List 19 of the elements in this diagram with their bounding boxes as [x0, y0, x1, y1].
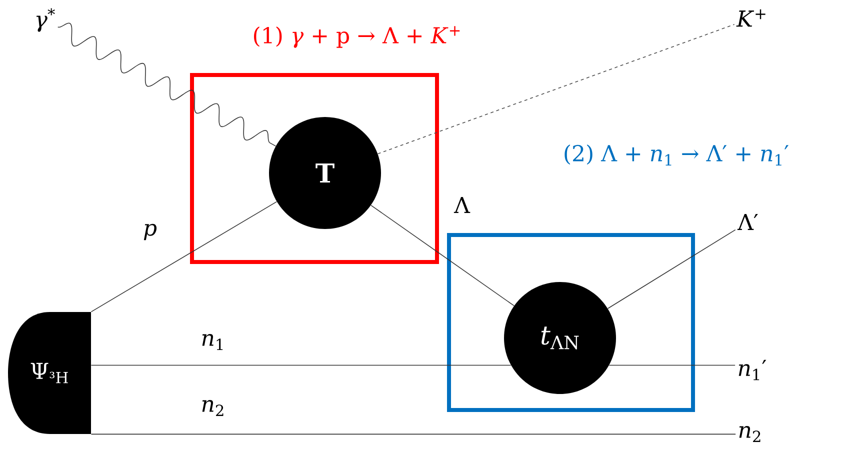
particle-line	[90, 364, 512, 366]
particle-label: γ$^{*}$	[36, 8, 55, 32]
particle-line	[608, 364, 736, 366]
edge-label: n$_{2}$	[200, 399, 226, 418]
particle-label: n$_{2}$	[739, 426, 760, 442]
edge-label: Λ	[453, 196, 471, 214]
particle-line	[377, 24, 735, 154]
particle-line	[90, 434, 736, 435]
particle-label: Λ′	[737, 214, 758, 230]
edge-label: p	[142, 222, 158, 242]
particle-line	[607, 229, 736, 309]
particle-label: n$_{1}$′	[738, 360, 766, 380]
particle-label: K$^{+}$	[736, 9, 766, 27]
particle-line	[90, 201, 278, 312]
particle-line	[370, 204, 514, 306]
node-label: (1) γ + p → Λ + K$^{+}$	[254, 26, 460, 48]
photon-line	[57, 22, 276, 146]
edge-label: n$_{1}$	[200, 333, 226, 352]
node-label: (2) Λ + n$_{1}$ → Λ′ + n$_{1}$′	[564, 144, 789, 166]
